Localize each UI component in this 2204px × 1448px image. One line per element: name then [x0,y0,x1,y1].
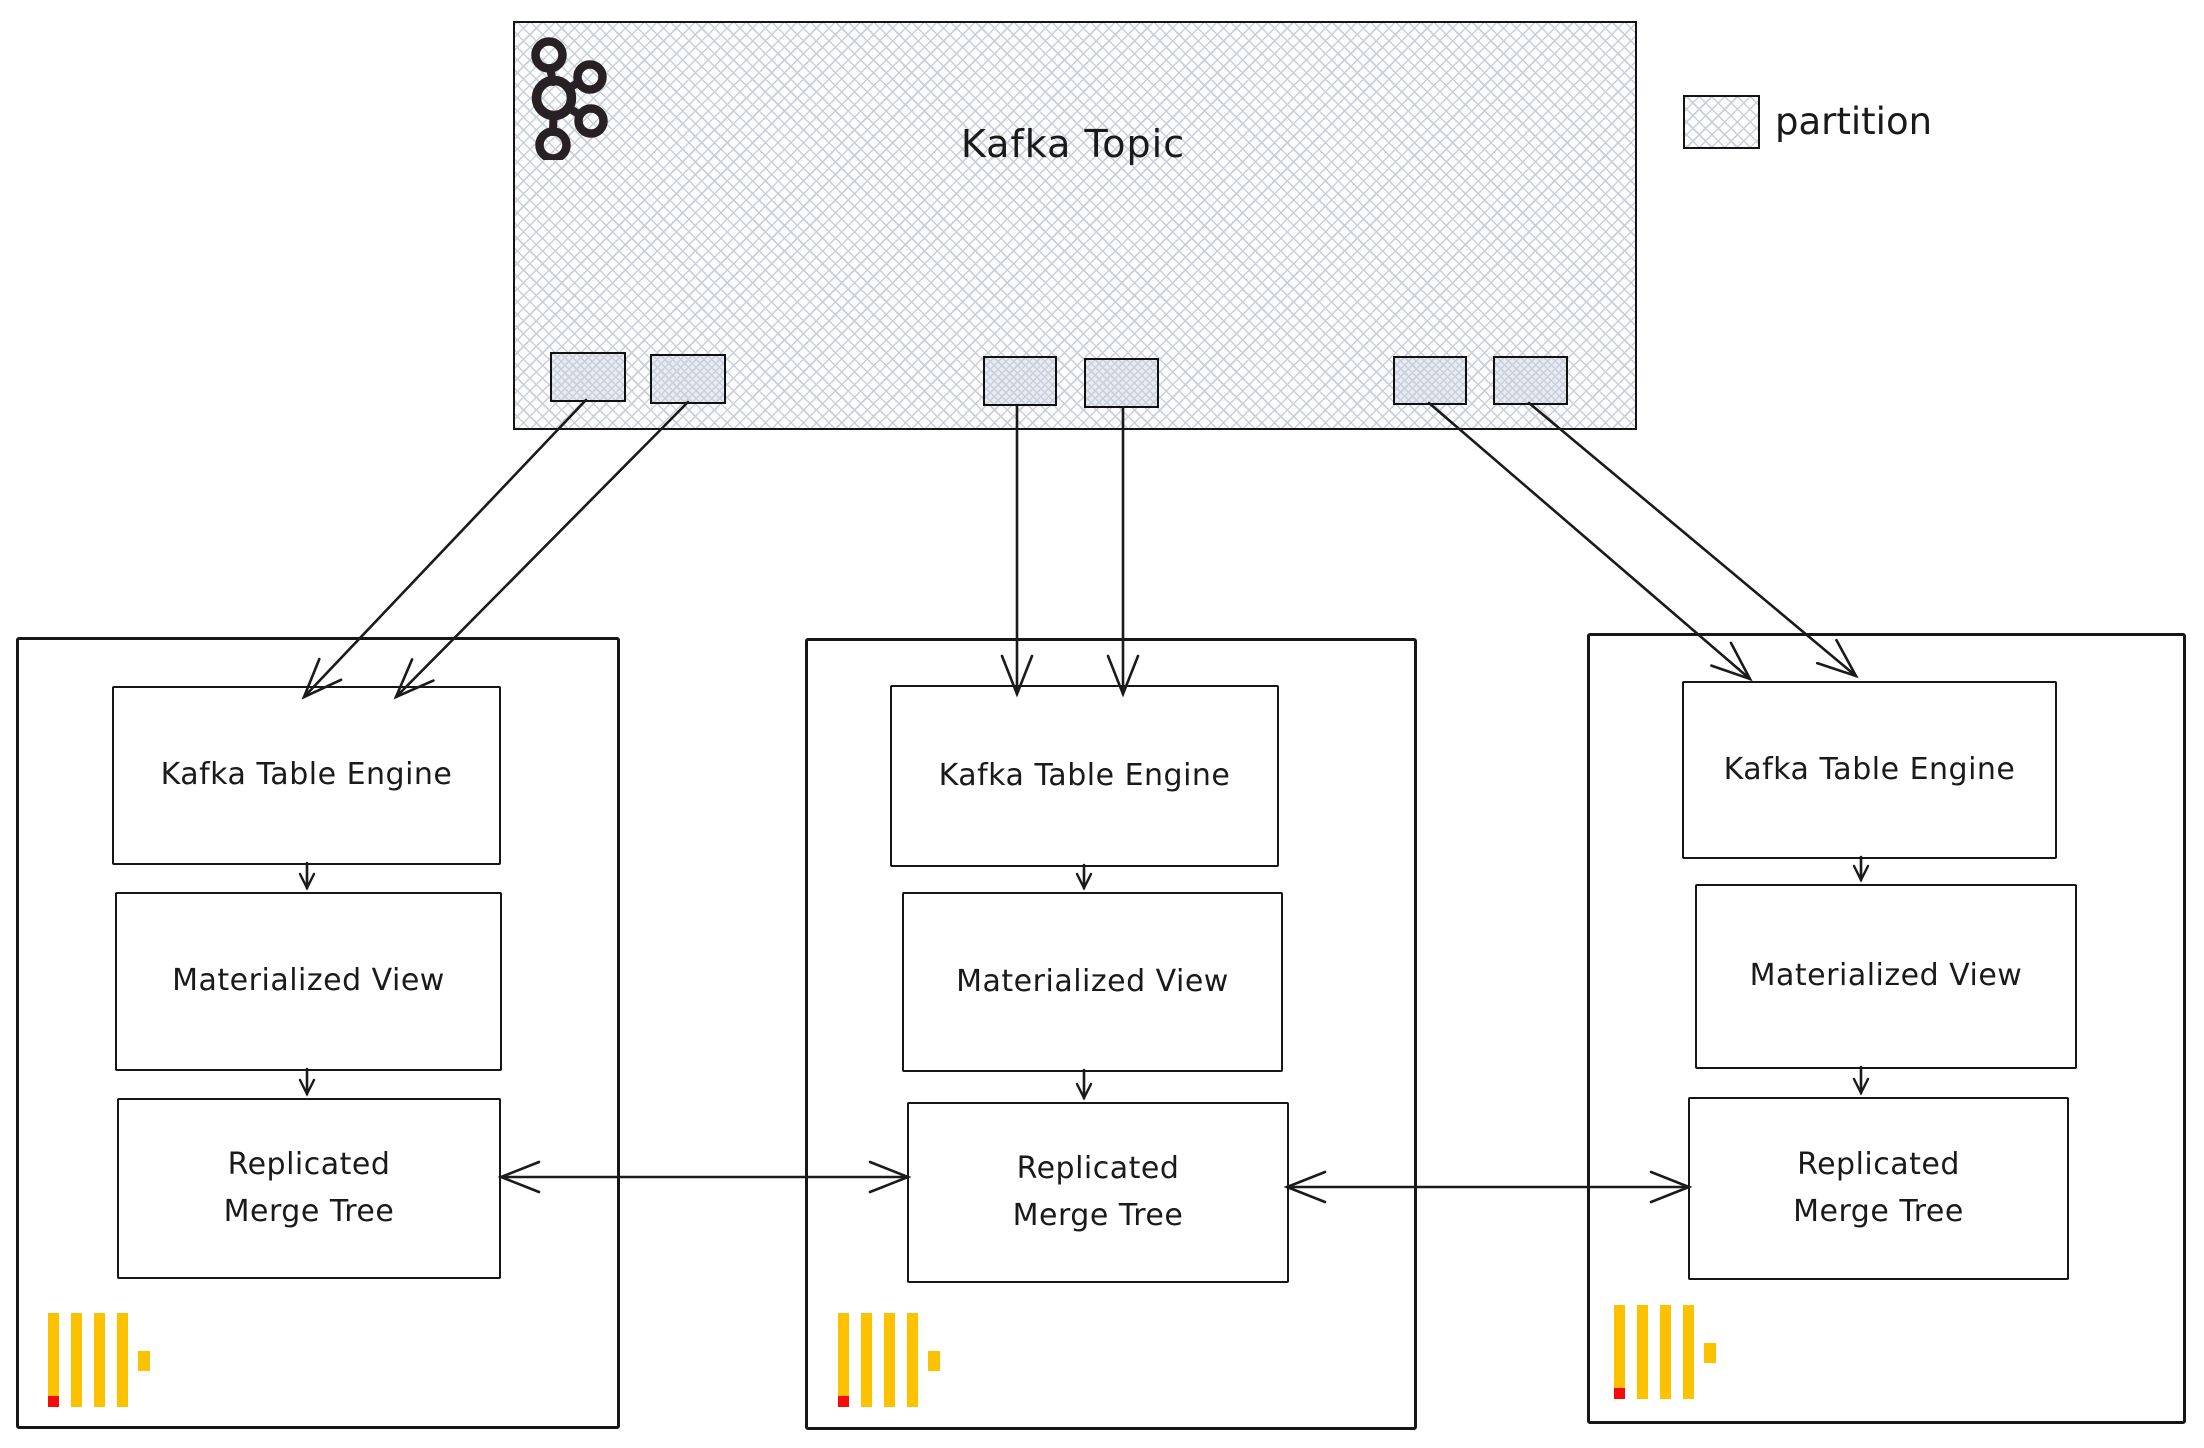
materialized-view-label: Materialized View [1749,958,2023,994]
clickhouse-bar [71,1313,82,1407]
partition-box-4 [1084,358,1159,408]
clickhouse-logo-icon [1614,1305,1718,1399]
kafka-table-engine-box-1: Kafka Table Engine [112,686,501,865]
partition-box-3 [983,356,1057,406]
clickhouse-bar [48,1313,59,1407]
replicated-merge-tree-label: Replicated Merge Tree [1012,1151,1184,1233]
clickhouse-short-bar [928,1351,940,1371]
kafka-table-engine-box-2: Kafka Table Engine [890,685,1279,867]
materialized-view-label: Materialized View [172,963,445,999]
replicated-merge-tree-label: Replicated Merge Tree [1793,1147,1964,1229]
clickhouse-server-3 [1587,633,2186,1424]
kafka-table-engine-label: Kafka Table Engine [1723,751,2016,787]
kafka-topic-title: Kafka Topic [960,122,1186,166]
materialized-view-box-3: Materialized View [1695,884,2077,1069]
partition-box-5 [1393,356,1467,405]
clickhouse-logo-icon [838,1313,942,1407]
clickhouse-logo-icon [48,1313,152,1407]
partition-swatch-icon [1683,95,1760,149]
clickhouse-bar [907,1313,918,1407]
partition-box-6 [1493,356,1568,405]
clickhouse-short-bar [138,1351,150,1371]
clickhouse-bar [1683,1305,1694,1399]
clickhouse-red-mark [1614,1388,1625,1399]
partition-box-2 [650,354,726,404]
materialized-view-box-2: Materialized View [902,892,1283,1072]
clickhouse-bar [1614,1305,1625,1399]
replicated-merge-tree-box-3: Replicated Merge Tree [1688,1097,2069,1280]
clickhouse-server-2 [805,638,1417,1430]
kafka-table-engine-box-3: Kafka Table Engine [1682,681,2057,859]
clickhouse-bar [884,1313,895,1407]
kafka-logo-icon [531,37,608,160]
clickhouse-bar [117,1313,128,1407]
clickhouse-bar [1637,1305,1648,1399]
kafka-table-engine-label: Kafka Table Engine [938,757,1231,793]
clickhouse-short-bar [1704,1343,1716,1363]
partition-box-1 [550,352,626,402]
clickhouse-red-mark [838,1396,849,1407]
materialized-view-label: Materialized View [956,963,1229,999]
replicated-merge-tree-box-1: Replicated Merge Tree [117,1098,501,1279]
clickhouse-bar [861,1313,872,1407]
clickhouse-bar [1660,1305,1671,1399]
legend-partition-label: partition [1775,100,1933,143]
replicated-merge-tree-label: Replicated Merge Tree [223,1147,395,1229]
kafka-table-engine-label: Kafka Table Engine [160,757,453,793]
replicated-merge-tree-box-2: Replicated Merge Tree [907,1102,1289,1283]
clickhouse-bar [838,1313,849,1407]
clickhouse-bar [94,1313,105,1407]
clickhouse-red-mark [48,1396,59,1407]
materialized-view-box-1: Materialized View [115,892,502,1071]
